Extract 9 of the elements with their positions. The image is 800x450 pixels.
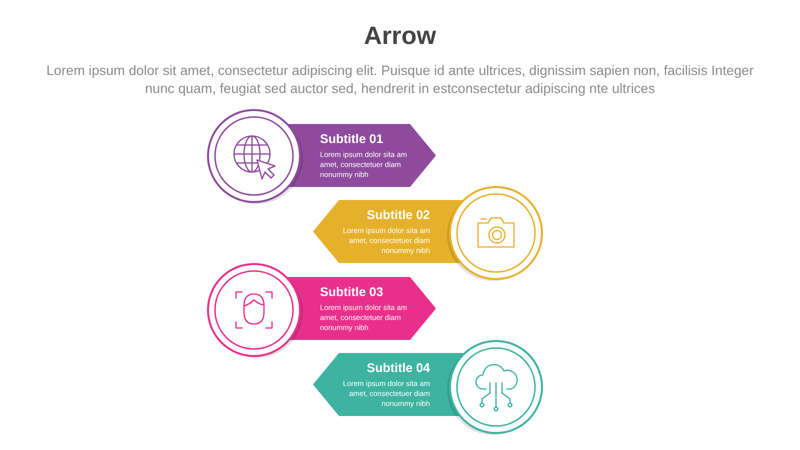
subtitle: Subtitle 03 bbox=[320, 285, 384, 299]
arrow-banner bbox=[313, 200, 465, 263]
arrow-banner bbox=[285, 277, 436, 340]
subtitle: Subtitle 01 bbox=[320, 132, 384, 146]
title: Arrow bbox=[362, 22, 438, 51]
subtitle: Subtitle 04 bbox=[366, 361, 430, 375]
arrow-banner bbox=[313, 353, 465, 416]
subtitle: Subtitle 02 bbox=[366, 208, 430, 222]
description-text: Lorem ipsum dolor sit amet, consectetur adipiscing elit. Puisque id ante ultrices, dignissim sapien non, facilisis Integer nunc quam, feugiat sed auctor sed, hendrerit in estconsectetur adipiscing nte ultrices bbox=[45, 62, 755, 98]
